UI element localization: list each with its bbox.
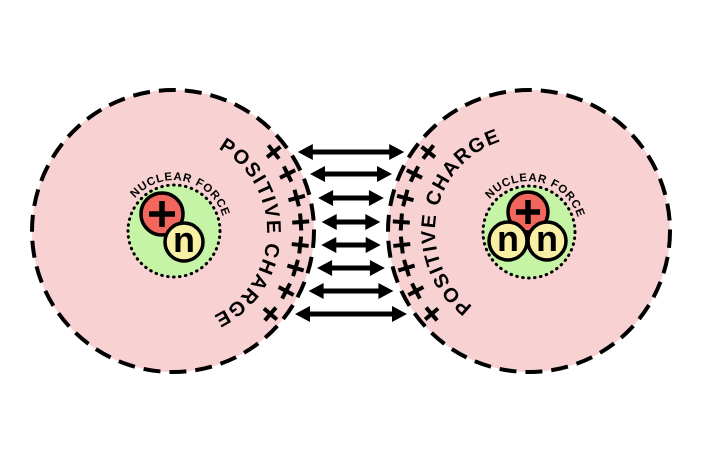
plus-icon bbox=[397, 259, 416, 277]
arrow-head-right bbox=[389, 144, 405, 160]
neutron-body bbox=[163, 221, 205, 263]
plus-icon bbox=[393, 236, 411, 254]
plus-icon bbox=[287, 189, 306, 207]
plus-icon bbox=[262, 306, 279, 322]
neutron-symbol: n bbox=[536, 218, 558, 259]
proton-plus-icon bbox=[516, 200, 540, 224]
plus-icon bbox=[279, 165, 297, 183]
arrow-head-left bbox=[317, 260, 333, 276]
arrow-head-right bbox=[378, 283, 394, 299]
repulsion-arrow bbox=[297, 144, 405, 160]
arrow-head-left bbox=[297, 144, 313, 160]
plus-icon bbox=[277, 282, 295, 300]
right-neutron: n bbox=[526, 218, 568, 262]
arrow-head-right bbox=[368, 190, 384, 206]
repulsion-arrow bbox=[317, 260, 385, 276]
arrow-head-left bbox=[318, 190, 334, 206]
plus-icon bbox=[392, 213, 410, 231]
arrow-head-right bbox=[365, 214, 381, 230]
arrow-head-right bbox=[377, 166, 392, 182]
neutron-symbol: n bbox=[173, 219, 195, 260]
repulsion-arrow bbox=[295, 306, 407, 322]
repulsion-arrows bbox=[295, 144, 407, 322]
arrow-head-right bbox=[365, 237, 381, 253]
plus-icon bbox=[405, 165, 423, 183]
plus-icon bbox=[396, 189, 415, 207]
plus-icon bbox=[420, 144, 437, 160]
left-proton bbox=[139, 191, 185, 237]
arrow-head-left bbox=[295, 306, 310, 322]
plus-icon bbox=[423, 306, 440, 322]
plus-icon bbox=[292, 213, 310, 231]
neutron-body bbox=[526, 220, 568, 262]
arrow-head-right bbox=[392, 306, 407, 322]
right-proton bbox=[506, 190, 550, 234]
plus-icon bbox=[265, 144, 282, 160]
neutron-symbol: n bbox=[497, 218, 519, 259]
plus-icon bbox=[407, 282, 425, 300]
repulsion-arrow bbox=[308, 283, 394, 299]
proton-plus-icon bbox=[149, 201, 175, 227]
arrow-head-left bbox=[308, 283, 324, 299]
arrow-head-left bbox=[310, 166, 325, 182]
arrow-head-left bbox=[321, 214, 337, 230]
plus-icon bbox=[291, 236, 309, 254]
repulsion-arrow bbox=[318, 190, 384, 206]
arrow-head-left bbox=[321, 237, 337, 253]
right-neutron: n bbox=[487, 218, 529, 262]
arrow-head-right bbox=[369, 260, 385, 276]
repulsion-arrow bbox=[310, 166, 392, 182]
repulsion-arrow bbox=[321, 214, 381, 230]
edge-plus-signs bbox=[262, 144, 440, 322]
left-neutron: n bbox=[163, 219, 205, 263]
plus-icon bbox=[286, 259, 305, 277]
repulsion-arrow bbox=[321, 237, 381, 253]
